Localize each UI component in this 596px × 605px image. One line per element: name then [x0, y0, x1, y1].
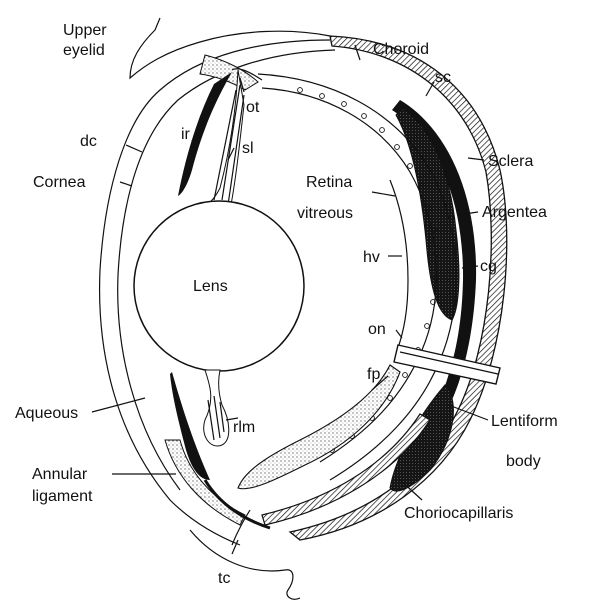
label-sl: sl: [242, 140, 254, 157]
label-cornea: Cornea: [33, 174, 86, 191]
label-choriocapillaris: Choriocapillaris: [404, 505, 513, 522]
label-lentiform: Lentiform: [491, 413, 558, 430]
inner-retina-line: [390, 180, 408, 348]
label-ir: ir: [181, 126, 191, 143]
label-body: body: [506, 453, 541, 470]
label-ot: ot: [246, 99, 260, 116]
label-ligament: ligament: [32, 488, 93, 505]
label-lens: Lens: [193, 278, 228, 295]
label-vitreous: vitreous: [297, 205, 353, 222]
label-choroid: Choroid: [373, 41, 429, 58]
lower-eyelid-tail: [190, 530, 300, 599]
label-aqueous: Aqueous: [15, 405, 78, 422]
label-retina: Retina: [306, 174, 352, 191]
label-fp: fp: [367, 366, 380, 383]
label-tc: tc: [218, 570, 230, 587]
label-on: on: [368, 321, 386, 338]
label-dc: dc: [80, 133, 97, 150]
label-sclera: Sclera: [488, 153, 533, 170]
label-cg: cg: [480, 258, 497, 275]
lentiform-body-shape: [390, 385, 453, 491]
label-argentea: Argentea: [482, 204, 547, 221]
label-upper-eyelid-line1: Upper: [63, 22, 107, 39]
label-annular: Annular: [32, 466, 88, 483]
label-rlm: rlm: [233, 419, 255, 436]
label-sc: sc: [435, 69, 451, 86]
label-hv: hv: [363, 249, 380, 266]
label-upper-eyelid-line2: eyelid: [63, 42, 105, 59]
